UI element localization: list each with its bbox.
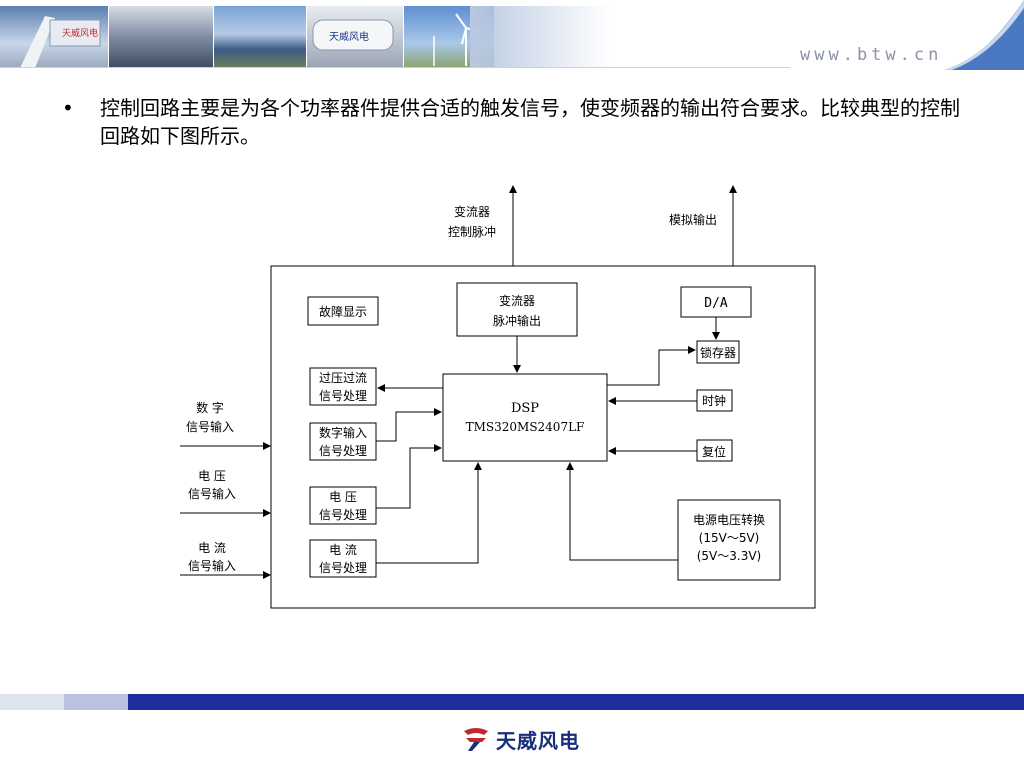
digital-proc-2: 信号处理: [319, 444, 367, 458]
voltage-proc-2: 信号处理: [319, 508, 367, 522]
footer-logo: 天威风电: [462, 724, 580, 754]
banner-logo-text-2: 天威风电: [329, 30, 369, 43]
voltage-in-2: 信号输入: [188, 486, 236, 501]
header: 天威风电 天威风电 www.btw.cn: [0, 0, 1024, 70]
outer-frame: [270, 265, 816, 609]
power-label-2: (15V～5V): [699, 531, 760, 545]
fault-label: 故障显示: [319, 304, 367, 319]
corner-swoosh: [944, 0, 1024, 70]
ovp-box: [309, 367, 377, 406]
banner-photos: 天威风电 天威风电: [0, 6, 495, 68]
clock-label: 时钟: [702, 393, 726, 408]
photo-building: [214, 6, 307, 68]
nacelle-image: 天威风电: [312, 19, 394, 51]
bullet-text: 控制回路主要是为各个功率器件提供合适的触发信号，使变频器的输出符合要求。比较典型…: [100, 96, 960, 148]
digital-proc-1: 数字输入: [319, 425, 367, 440]
power-label-1: 电源电压转换: [693, 512, 765, 527]
windfarm-image: [433, 13, 481, 66]
conv-pulse-1: 变流器: [499, 293, 535, 308]
photo-factory-interior: [109, 6, 214, 68]
voltage-in-1: 电 压: [198, 469, 226, 483]
latch-box: [696, 340, 740, 364]
reset-label: 复位: [702, 444, 726, 459]
header-line: [0, 67, 790, 68]
ovp-label-1: 过压过流: [319, 371, 367, 385]
conv-pulse-2: 脉冲输出: [493, 313, 541, 328]
photo-nacelle: 天威风电: [307, 6, 404, 68]
turbine-blade-image: 天威风电: [20, 16, 101, 68]
banner-logo-text: 天威风电: [62, 27, 98, 39]
da-label: D/A: [704, 296, 728, 311]
current-in-1: 电 流: [198, 541, 226, 555]
dsp-label-2: TMS320MS2407LF: [466, 420, 585, 434]
digital-in-1: 数 字: [196, 400, 224, 415]
top-out-left-2: 控制脉冲: [448, 224, 496, 239]
logo-mark-icon: [464, 728, 488, 751]
fault-box: [307, 296, 379, 326]
digital-in-2: 信号输入: [186, 419, 234, 434]
power-label-3: (5V～3.3V): [697, 549, 762, 563]
current-proc-2: 信号处理: [319, 561, 367, 575]
dsp-box: [442, 373, 608, 462]
power-box: [677, 499, 781, 581]
footer-bar: [0, 694, 1024, 710]
top-out-right: 模拟输出: [669, 212, 717, 227]
ovp-label-2: 信号处理: [319, 389, 367, 403]
banner-fade: [470, 6, 610, 68]
dsp-label-1: DSP: [511, 401, 539, 416]
top-out-left-1: 变流器: [454, 204, 490, 219]
current-proc-box: [309, 539, 377, 578]
footer-logo-text: 天威风电: [496, 728, 580, 753]
photo-turbine: 天威风电: [0, 6, 109, 68]
voltage-proc-box: [309, 486, 377, 525]
current-in-2: 信号输入: [188, 558, 236, 573]
latch-label: 锁存器: [700, 345, 736, 360]
site-url: www.btw.cn: [800, 45, 943, 65]
voltage-proc-1: 电 压: [329, 490, 357, 504]
current-proc-1: 电 流: [329, 543, 357, 557]
bullet-dot: •: [62, 96, 74, 120]
conv-pulse-box: [456, 282, 578, 337]
